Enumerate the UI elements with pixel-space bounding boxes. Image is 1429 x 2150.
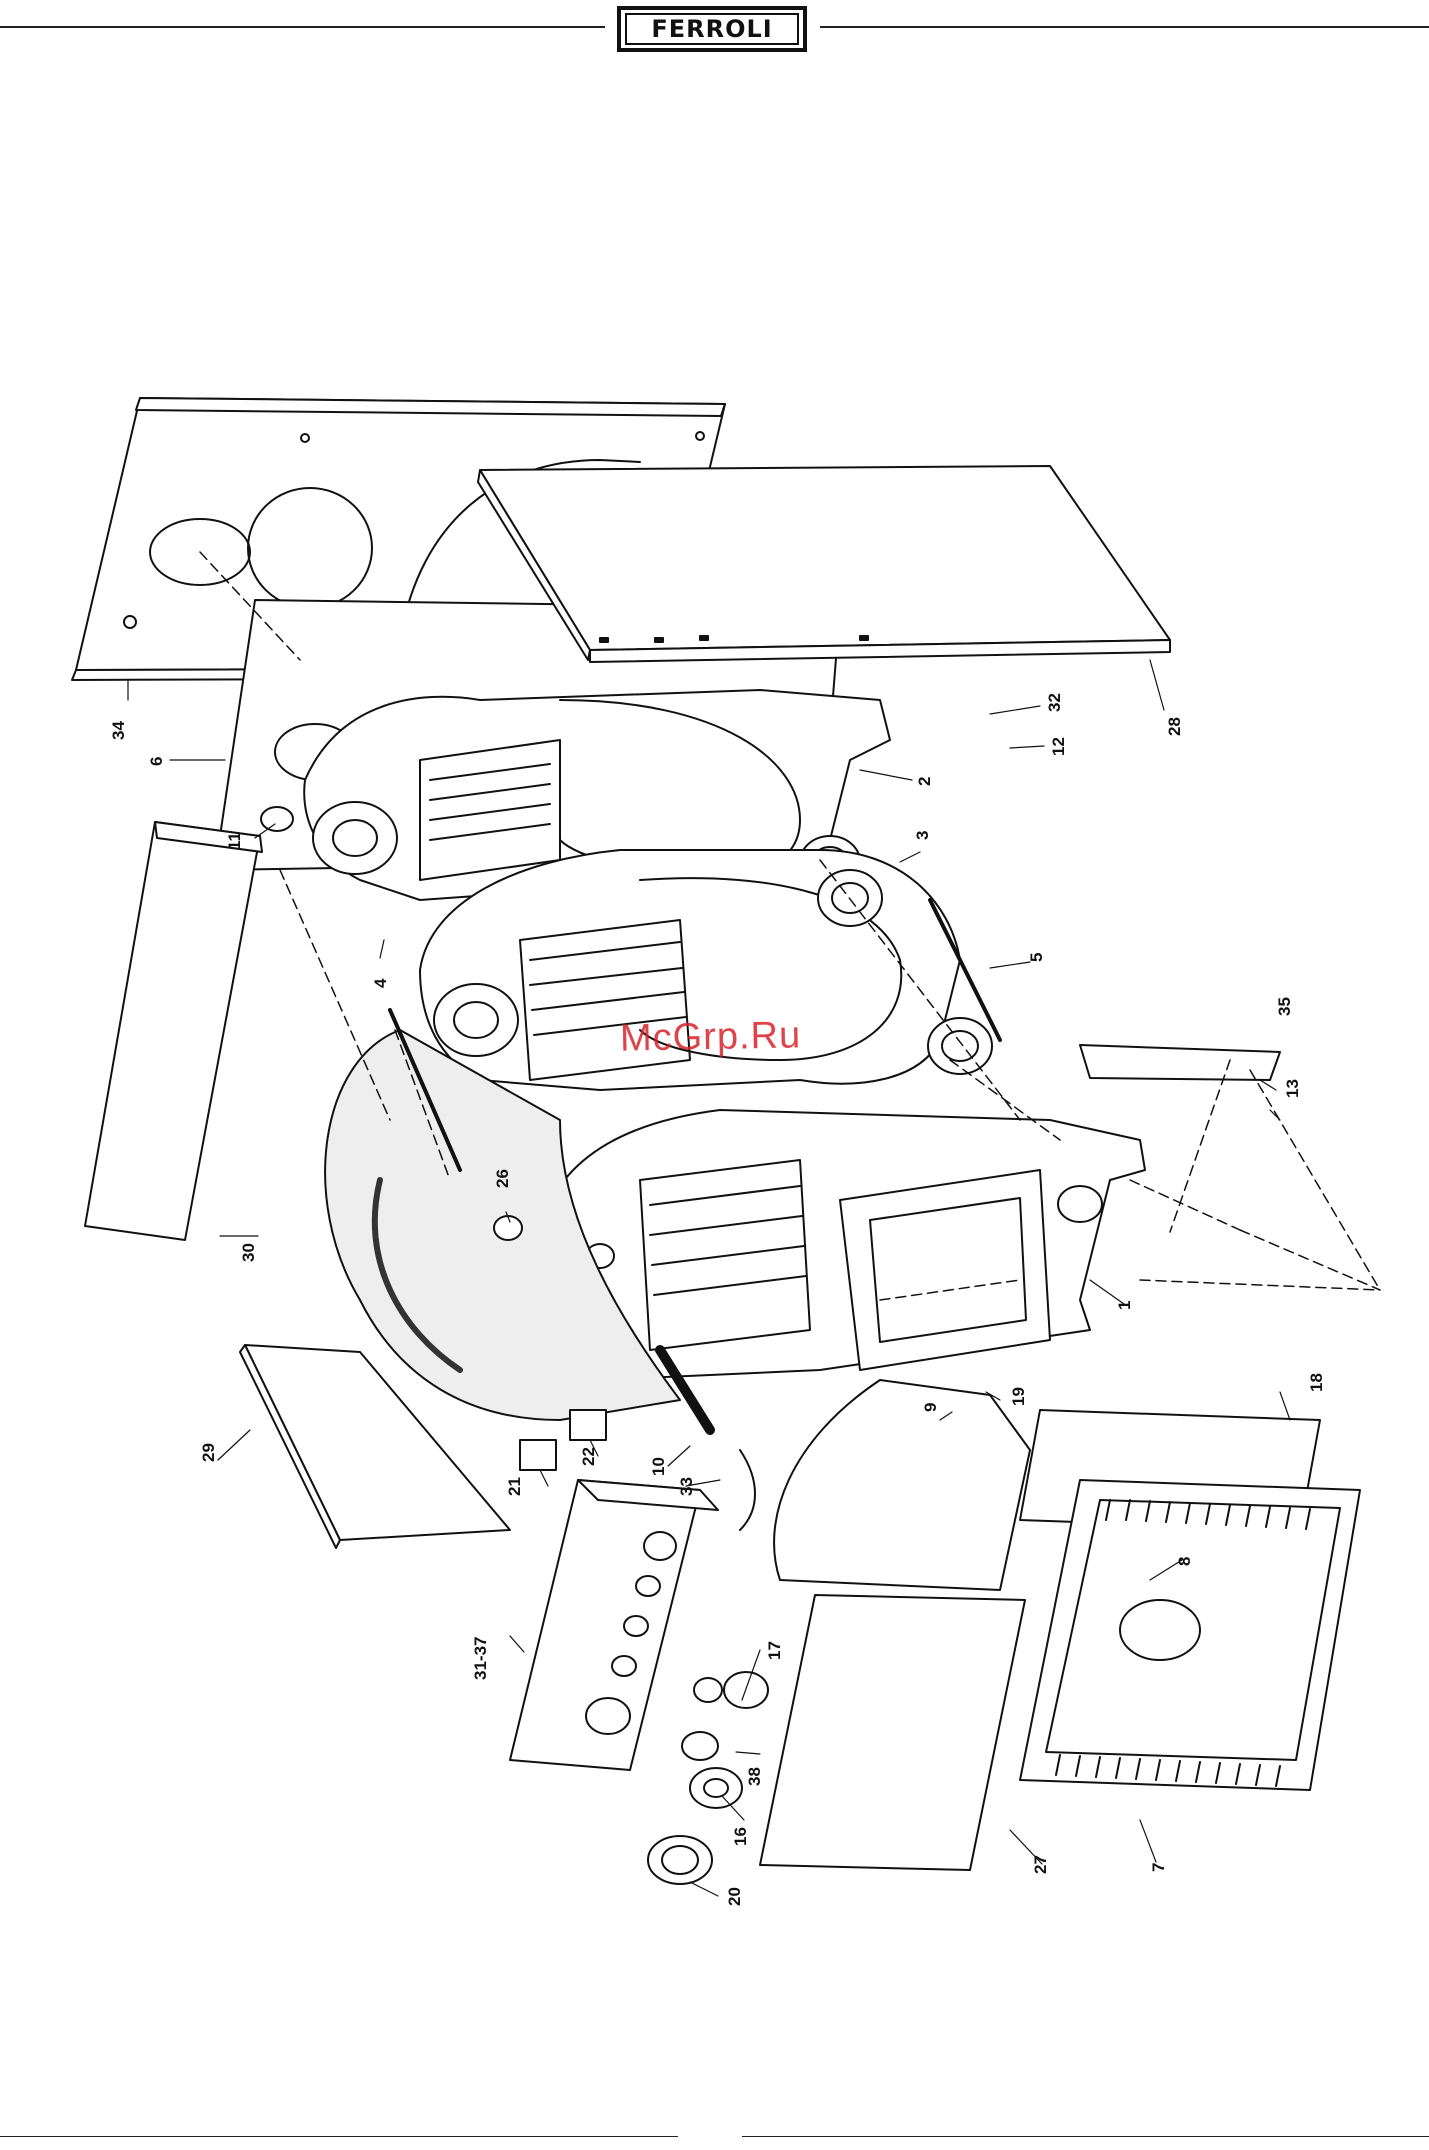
part-7-burner-plate bbox=[1020, 1480, 1360, 1790]
part-31-37-control-panel bbox=[510, 1480, 718, 1770]
callout-29: 29 bbox=[199, 1443, 218, 1462]
callout-20: 20 bbox=[725, 1887, 744, 1906]
callout-6: 6 bbox=[147, 757, 166, 766]
callout-2: 2 bbox=[915, 777, 934, 786]
callout-17: 17 bbox=[765, 1641, 784, 1660]
callout-13: 13 bbox=[1283, 1079, 1302, 1098]
callout-19: 19 bbox=[1009, 1387, 1028, 1406]
callout-10: 10 bbox=[649, 1457, 668, 1476]
callout-1: 1 bbox=[1115, 1301, 1134, 1310]
callout-38: 38 bbox=[745, 1767, 764, 1786]
callout-9: 9 bbox=[921, 1403, 940, 1412]
part-35-bracket bbox=[1080, 1045, 1280, 1080]
callout-8: 8 bbox=[1175, 1557, 1194, 1566]
callout-18: 18 bbox=[1307, 1373, 1326, 1392]
callout-26: 26 bbox=[493, 1169, 512, 1188]
part-27-front-panel bbox=[760, 1595, 1025, 1870]
callout-34: 34 bbox=[109, 721, 128, 740]
part-28-side-panel bbox=[478, 466, 1170, 662]
part-19-door-panel bbox=[774, 1380, 1030, 1590]
callout-5: 5 bbox=[1027, 953, 1046, 962]
callout-35: 35 bbox=[1275, 997, 1294, 1016]
callout-27: 27 bbox=[1031, 1855, 1050, 1874]
callout-22: 22 bbox=[579, 1447, 598, 1466]
callout-33: 33 bbox=[677, 1477, 696, 1496]
callout-30: 30 bbox=[239, 1243, 258, 1262]
callout-4: 4 bbox=[371, 978, 390, 988]
callout-11: 11 bbox=[225, 832, 244, 850]
callout-28: 28 bbox=[1165, 717, 1184, 736]
callout-32: 32 bbox=[1045, 693, 1064, 712]
callout-12: 12 bbox=[1049, 737, 1068, 756]
callout-31-37: 31-37 bbox=[471, 1637, 490, 1680]
watermark-text: McGrp.Ru bbox=[620, 1014, 802, 1060]
callout-16: 16 bbox=[731, 1827, 750, 1846]
callout-21: 21 bbox=[505, 1477, 524, 1496]
callout-7: 7 bbox=[1149, 1863, 1168, 1872]
callout-3: 3 bbox=[913, 831, 932, 840]
part-30-insulation-block bbox=[85, 822, 262, 1240]
